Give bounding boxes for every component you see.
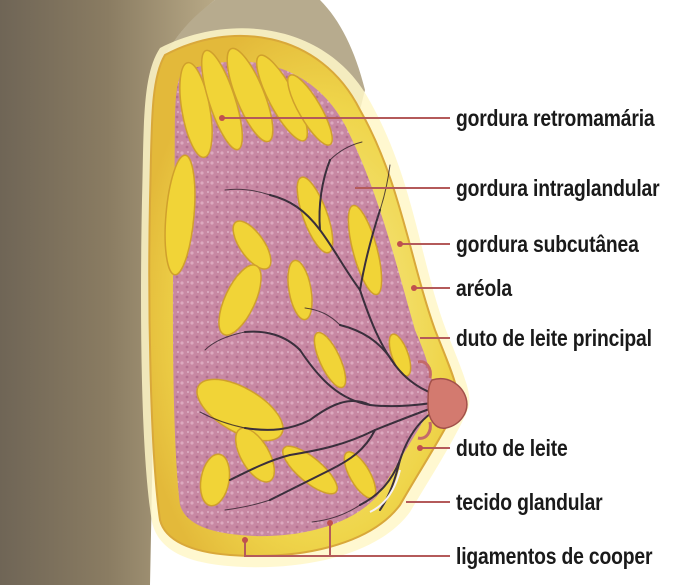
label-milk-duct: duto de leite [456, 434, 568, 462]
label-retromammary-fat: gordura retromamária [456, 104, 655, 132]
label-main-milk-duct: duto de leite principal [456, 324, 652, 352]
label-subcutaneous-fat: gordura subcutânea [456, 230, 639, 258]
label-cooper-ligaments: ligamentos de cooper [456, 542, 652, 570]
label-glandular-tissue: tecido glandular [456, 488, 603, 516]
label-intraglandular-fat: gordura intraglandular [456, 174, 659, 202]
label-areola: aréola [456, 274, 512, 302]
